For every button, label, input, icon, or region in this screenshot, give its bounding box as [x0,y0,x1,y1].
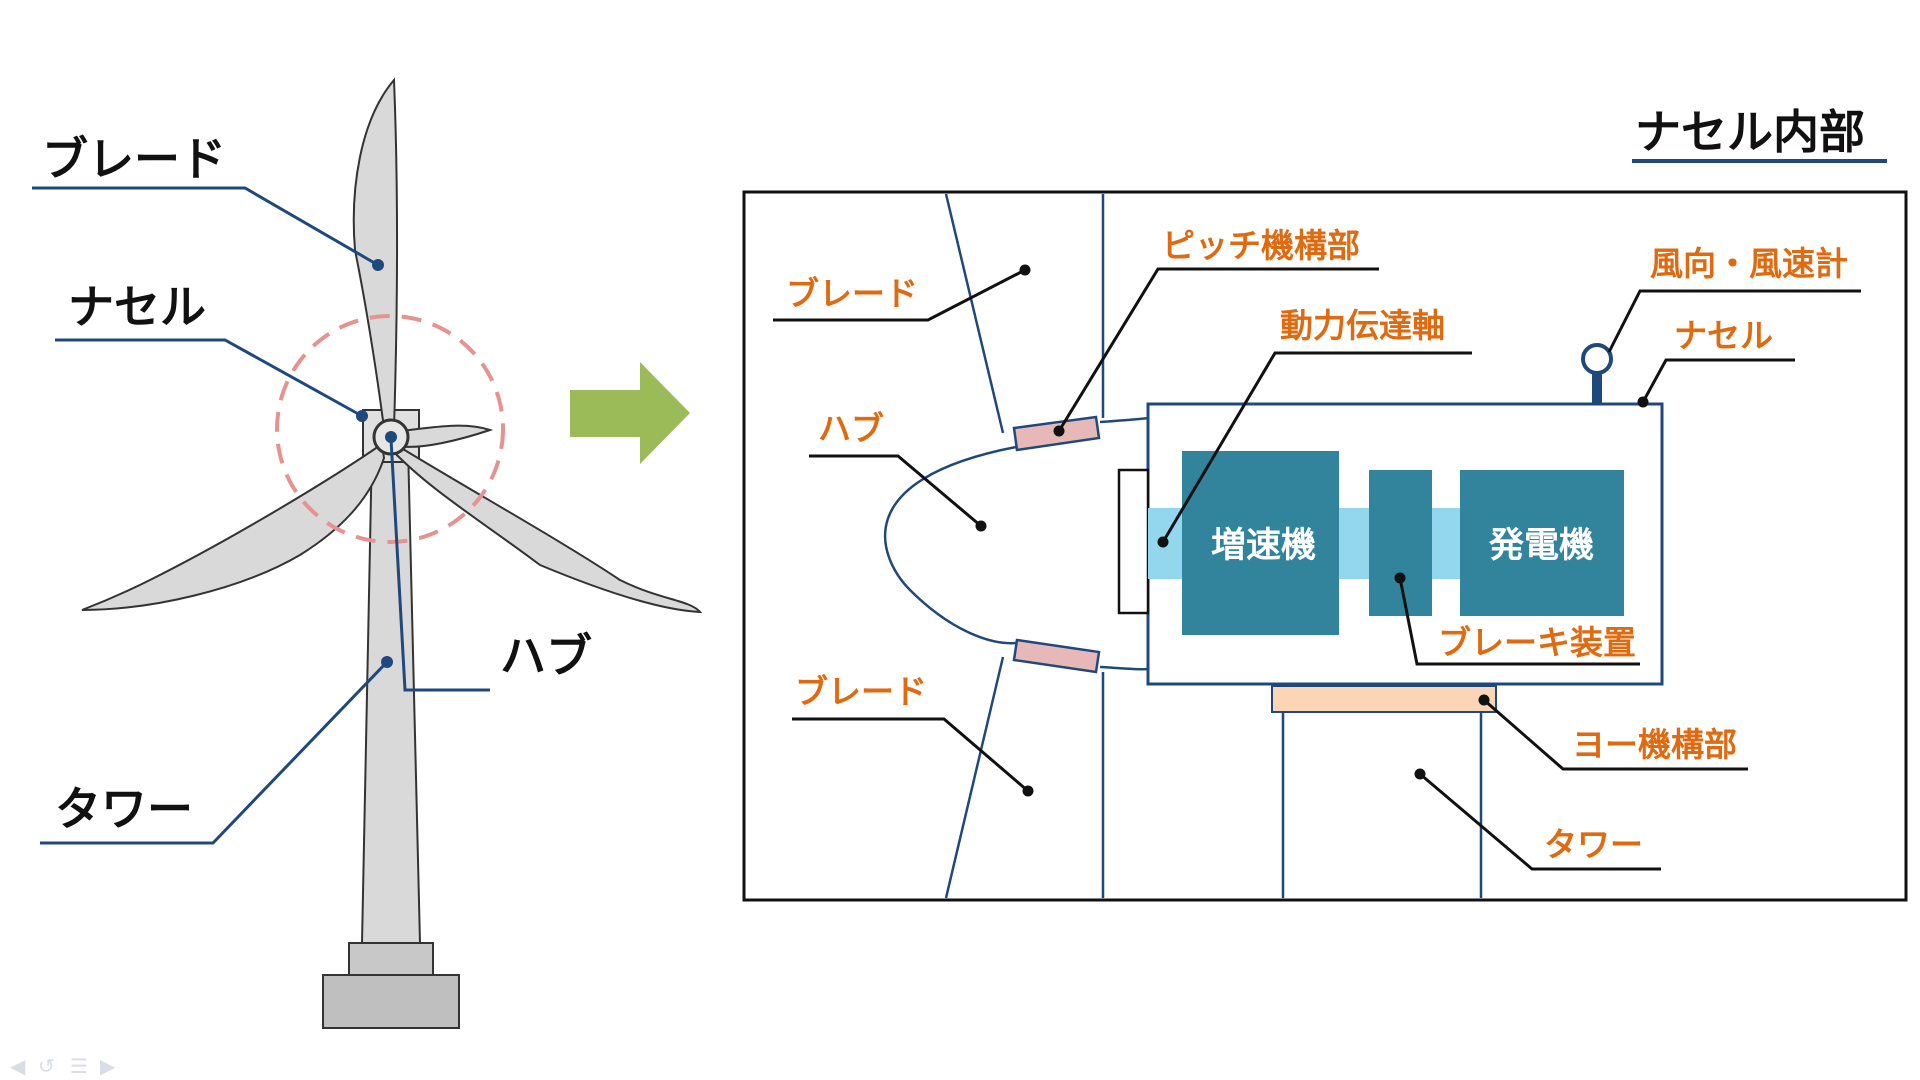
nacelle-interior: 増速機 発電機 [883,193,1664,899]
leader-pitch [1057,267,1379,432]
slide-nav: ◀ ↺ ☰ ▶ [10,1054,116,1078]
pitch-bearing-bottom [1012,638,1101,674]
label-gearbox: 増速機 [1211,526,1316,566]
turbine-blade-left [81,442,386,611]
label-blade-top: ブレード [786,274,918,313]
dot-nacelle-inner [1637,396,1649,408]
hub-flange [1117,468,1150,615]
leader-tower-inner [1419,772,1661,871]
brake-block [1369,470,1432,616]
label-yaw: ヨー機構部 [1572,725,1737,764]
prev-slide-icon[interactable]: ◀ [10,1054,26,1078]
turbine-foundation [322,974,460,1029]
yaw-bearing [1271,685,1497,713]
leader-tower [40,660,389,845]
wind-turbine [81,77,703,1029]
panel-title: ナセル内部 [1635,105,1865,159]
hub-dome-bottom [1099,665,1149,671]
dot-tower-inner [1414,768,1426,780]
label-hub-inner: ハブ [818,409,884,448]
undo-icon[interactable]: ↺ [38,1054,55,1078]
leader-blade-bottom [792,717,1029,793]
menu-icon[interactable]: ☰ [70,1054,88,1078]
label-hub: ハブ [500,629,592,683]
label-tower-inner: タワー [1544,825,1643,864]
blade-bottom-edge-left [944,656,1005,899]
leader-hub-inner [809,454,982,528]
dot-shaft [1157,536,1169,548]
turbine-tower [360,444,422,944]
turbine-hub-center [385,431,397,443]
right-arrow-icon [570,362,690,464]
shaft-segment-2 [1432,508,1460,579]
dot-blade [372,259,384,271]
leader-nacelle [55,338,363,418]
blade-top-edge-left [944,193,1005,434]
shaft-segment-1 [1339,508,1369,579]
dot-hub-inner [975,520,987,532]
gearbox-block [1182,451,1339,635]
leader-brake [1398,577,1640,666]
label-blade: ブレード [42,132,226,186]
turbine-blade-right [390,444,703,614]
hub-dome-left [883,445,1017,645]
dot-nacelle [356,410,368,422]
leader-blade [32,186,379,267]
focus-circle [275,314,505,544]
leader-shaft [1161,351,1472,543]
label-nacelle-inner: ナセル [1674,316,1773,355]
leader-nacelle-inner [1641,358,1795,403]
leader-yaw [1483,698,1748,771]
dot-yaw [1478,694,1490,706]
turbine-blade-right-root [388,424,494,448]
leader-hub [389,438,490,692]
label-generator: 発電機 [1488,526,1594,566]
anemometer-mast [1592,372,1602,404]
dot-blade-bottom [1022,785,1034,797]
label-tower: タワー [55,782,193,836]
dot-brake [1394,572,1406,584]
dot-tower [381,656,393,668]
generator-block [1460,470,1624,616]
leader-blade-top [773,268,1026,322]
leader-wind-sensor [1607,289,1861,353]
label-pitch: ピッチ機構部 [1162,226,1360,265]
turbine-blade-top [352,77,398,429]
label-shaft: 動力伝達軸 [1280,306,1445,345]
label-wind-sensor: 風向・風速計 [1650,244,1848,283]
next-slide-icon[interactable]: ▶ [100,1054,116,1078]
label-brake: ブレーキ装置 [1438,623,1636,662]
anemometer-icon [1581,343,1613,375]
right-leader-lines [773,267,1861,871]
turbine-base-step [348,942,434,976]
label-nacelle: ナセル [68,280,206,334]
dot-blade-top [1019,264,1031,276]
left-leader-lines [32,186,490,845]
left-leader-dots [356,259,393,668]
dot-pitch [1053,425,1065,437]
right-leader-dots [975,264,1649,797]
label-blade-bottom: ブレード [795,672,927,711]
